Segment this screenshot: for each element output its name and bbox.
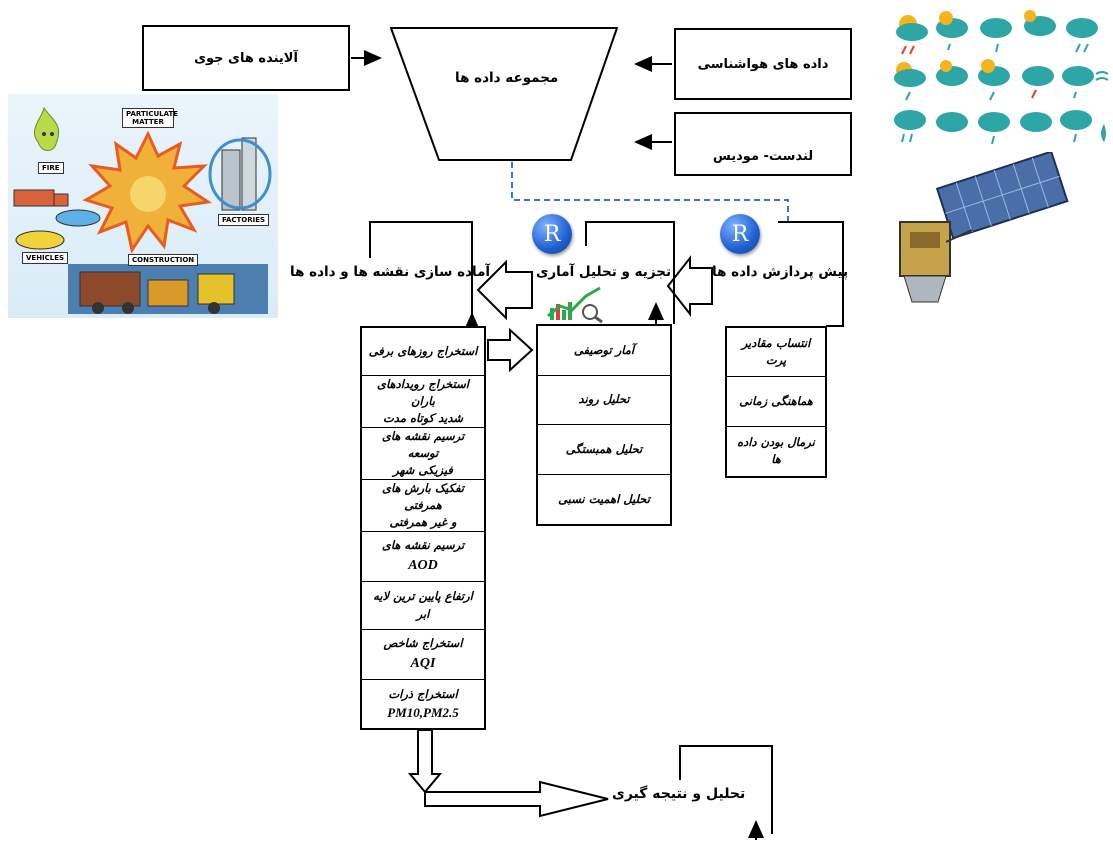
factories-caption: FACTORIES [218, 214, 270, 226]
r-logo-preprocess-icon: R [720, 214, 760, 254]
factory-icon [221, 149, 241, 211]
pollutants-label: آلاینده های جوی [194, 50, 298, 66]
prepare-item: ارتفاع پایین ترین لایه ابر [362, 582, 484, 630]
prepare-item: تفکیک بارش های همرفتی و غیر همرفتی [362, 480, 484, 532]
dashed-dataset-to-preprocess [511, 162, 789, 222]
statistics-chart-icon [547, 286, 603, 324]
pollution-sources-illustration: FIRE PARTICULATE MATTER FACTORIES VEHICL… [8, 94, 278, 318]
hollow-arrow-prepare-to-analysis [487, 327, 534, 373]
prepare-label: آماده سازی نقشه ها و داده ها [290, 264, 491, 280]
preprocess-label: پیش پردازش داده ها [712, 264, 849, 280]
preprocess-loop [778, 221, 844, 327]
conclusion-bracket [679, 745, 773, 834]
prepare-item: استخراج روزهای برفی [362, 328, 484, 376]
dataset-funnel [390, 27, 618, 161]
fire-icon [33, 106, 60, 151]
meteo-box: داده های هواشناسی [674, 28, 852, 100]
analysis-item: تحلیل همبستگی [538, 425, 670, 475]
r-logo-analysis-icon: R [532, 214, 572, 254]
weather-icons-grid [894, 10, 1109, 145]
prepare-bracket [369, 221, 473, 326]
landsat-modis-label: لندست- مودیس [712, 148, 814, 164]
hollow-arrow-prepare-to-conclusion [407, 729, 443, 794]
truck-icon [13, 189, 55, 207]
analysis-item: تحلیل روند [538, 376, 670, 425]
analysis-label: تجزیه و تحلیل آماری [536, 264, 672, 280]
preprocess-item: انتساب مقادیر پرت [727, 328, 825, 378]
weather-icon-row-2 [894, 59, 1109, 101]
fire-caption: FIRE [38, 162, 64, 174]
preprocess-column: انتساب مقادیر پرت هماهنگی زمانی نرمال بو… [725, 326, 827, 478]
vehicles-caption: VEHICLES [22, 252, 69, 264]
hollow-arrow-to-conclusion-horizontal [424, 780, 609, 818]
meteo-label: داده های هواشناسی [697, 56, 829, 72]
satellite-illustration [899, 152, 1069, 303]
pollutants-box: آلاینده های جوی [142, 25, 350, 91]
weather-icon-row-1 [896, 10, 1098, 55]
analysis-item: تحلیل اهمیت نسبی [558, 491, 650, 506]
analysis-item: آمار توصیفی [538, 326, 670, 376]
particulate-caption: PARTICULATE MATTER [122, 108, 178, 128]
conclusion-label: تحلیل و نتیجه گیری [612, 786, 746, 802]
weather-icon-row-3 [894, 110, 1106, 145]
prepare-item: ترسیم نقشه های توسعه فیزیکی شهر [362, 428, 484, 480]
prepare-item: استخراج ذرات PM10,PM2.5 [387, 686, 459, 720]
prepare-item: ترسیم نقشه های AOD [362, 532, 484, 582]
prepare-column: استخراج روزهای برفی استخراج رویدادهای با… [360, 326, 486, 730]
prepare-item: استخراج رویدادهای باران شدید کوتاه مدت [362, 376, 484, 428]
analysis-bracket [585, 221, 675, 324]
landsat-modis-box: لندست- مودیس [674, 112, 852, 176]
preprocess-item: هماهنگی زمانی [727, 377, 825, 427]
hollow-arrow-analysis-to-prepare [476, 259, 533, 321]
hollow-arrow-preprocess-to-analysis [666, 255, 713, 317]
car-icon [15, 230, 65, 250]
construction-caption: CONSTRUCTION [128, 254, 199, 266]
dataset-label: مجموعه داده ها [455, 70, 559, 86]
preprocess-item: نرمال بودن داده ها [737, 435, 815, 467]
prepare-item: استخراج شاخص AQI [362, 630, 484, 680]
analysis-column: آمار توصیفی تحلیل روند تحلیل همبستگی تحل… [536, 324, 672, 526]
